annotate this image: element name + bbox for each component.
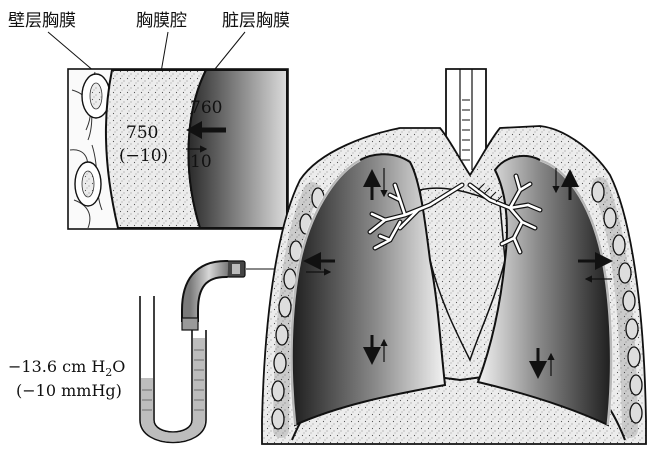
parietal-pleura-leader [48, 32, 95, 72]
intrapleural-pressure: 750 [126, 123, 158, 143]
visceral-pleura-label: 脏层胸膜 [222, 11, 290, 31]
pleural-cavity-label: 胸膜腔 [136, 11, 187, 31]
manometer: −13.6 cm H2O (−10 mmHg) [8, 261, 245, 443]
atmospheric-pressure: 760 [190, 98, 222, 118]
manometer-mercury-reading: (−10 mmHg) [16, 381, 122, 400]
pleura-inset: 750 (−10) 760 10 [68, 69, 288, 229]
intrapleural-pressure-relative: (−10) [119, 146, 168, 166]
pressure-difference: 10 [190, 152, 212, 172]
manometer-water-reading: −13.6 cm H2O [8, 357, 125, 379]
parietal-pleura-label: 壁层胸膜 [8, 11, 76, 31]
